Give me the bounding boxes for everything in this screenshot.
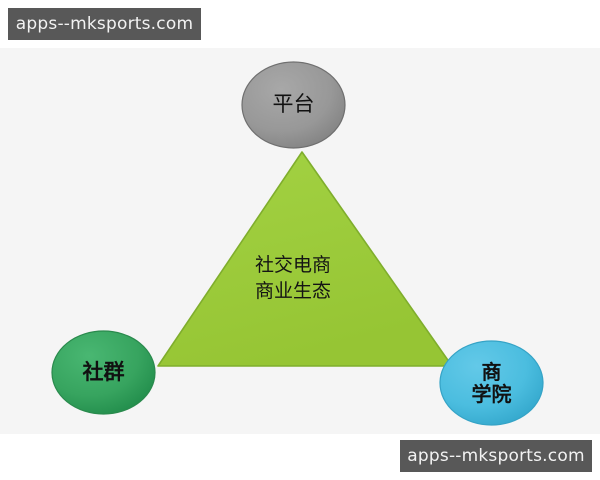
node-academy-shape[interactable]: [439, 340, 544, 426]
watermark-bottom-right: apps--mksports.com: [400, 440, 592, 472]
triangle-shape[interactable]: [157, 151, 453, 367]
watermark-top-left: apps--mksports.com: [8, 8, 201, 40]
node-platform-shape[interactable]: [241, 61, 346, 149]
node-community-shape[interactable]: [51, 330, 156, 415]
